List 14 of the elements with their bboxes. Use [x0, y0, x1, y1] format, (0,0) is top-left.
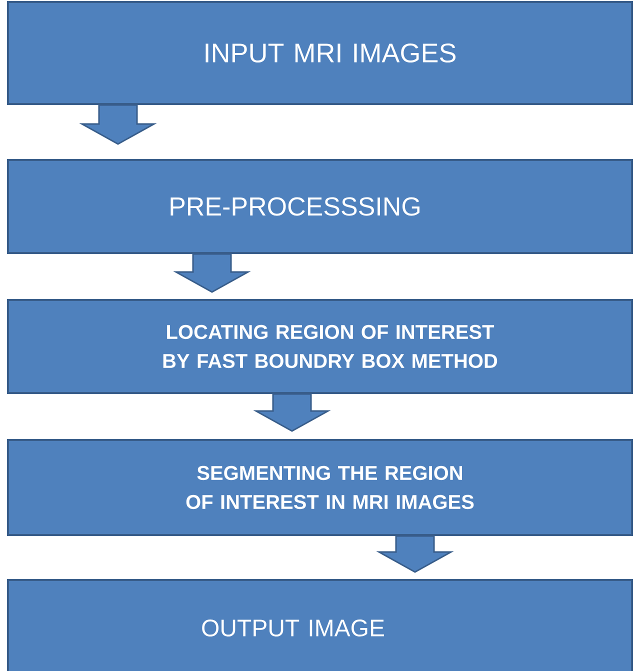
- box-label: INPUT MRI IMAGES: [206, 43, 456, 63]
- process-box: [7, 579, 633, 671]
- box-label: PRE-PROCESSSING: [170, 197, 420, 216]
- block-arrow: [253, 393, 331, 432]
- process-box: [7, 439, 633, 536]
- block-arrow: [79, 104, 157, 145]
- process-box: [7, 299, 633, 394]
- process-box: [7, 159, 633, 254]
- box-label: SEGMENTING THE REGION OF INTEREST IN MRI IMAGES: [186, 466, 474, 510]
- box-label: LOCATING REGION OF INTEREST BY FAST BOUNDRY BOX METHOD: [163, 324, 498, 368]
- process-box: [7, 1, 633, 105]
- block-arrow: [173, 253, 251, 293]
- box-label: OUTPUT IMAGE: [202, 620, 384, 636]
- block-arrow: [376, 535, 454, 573]
